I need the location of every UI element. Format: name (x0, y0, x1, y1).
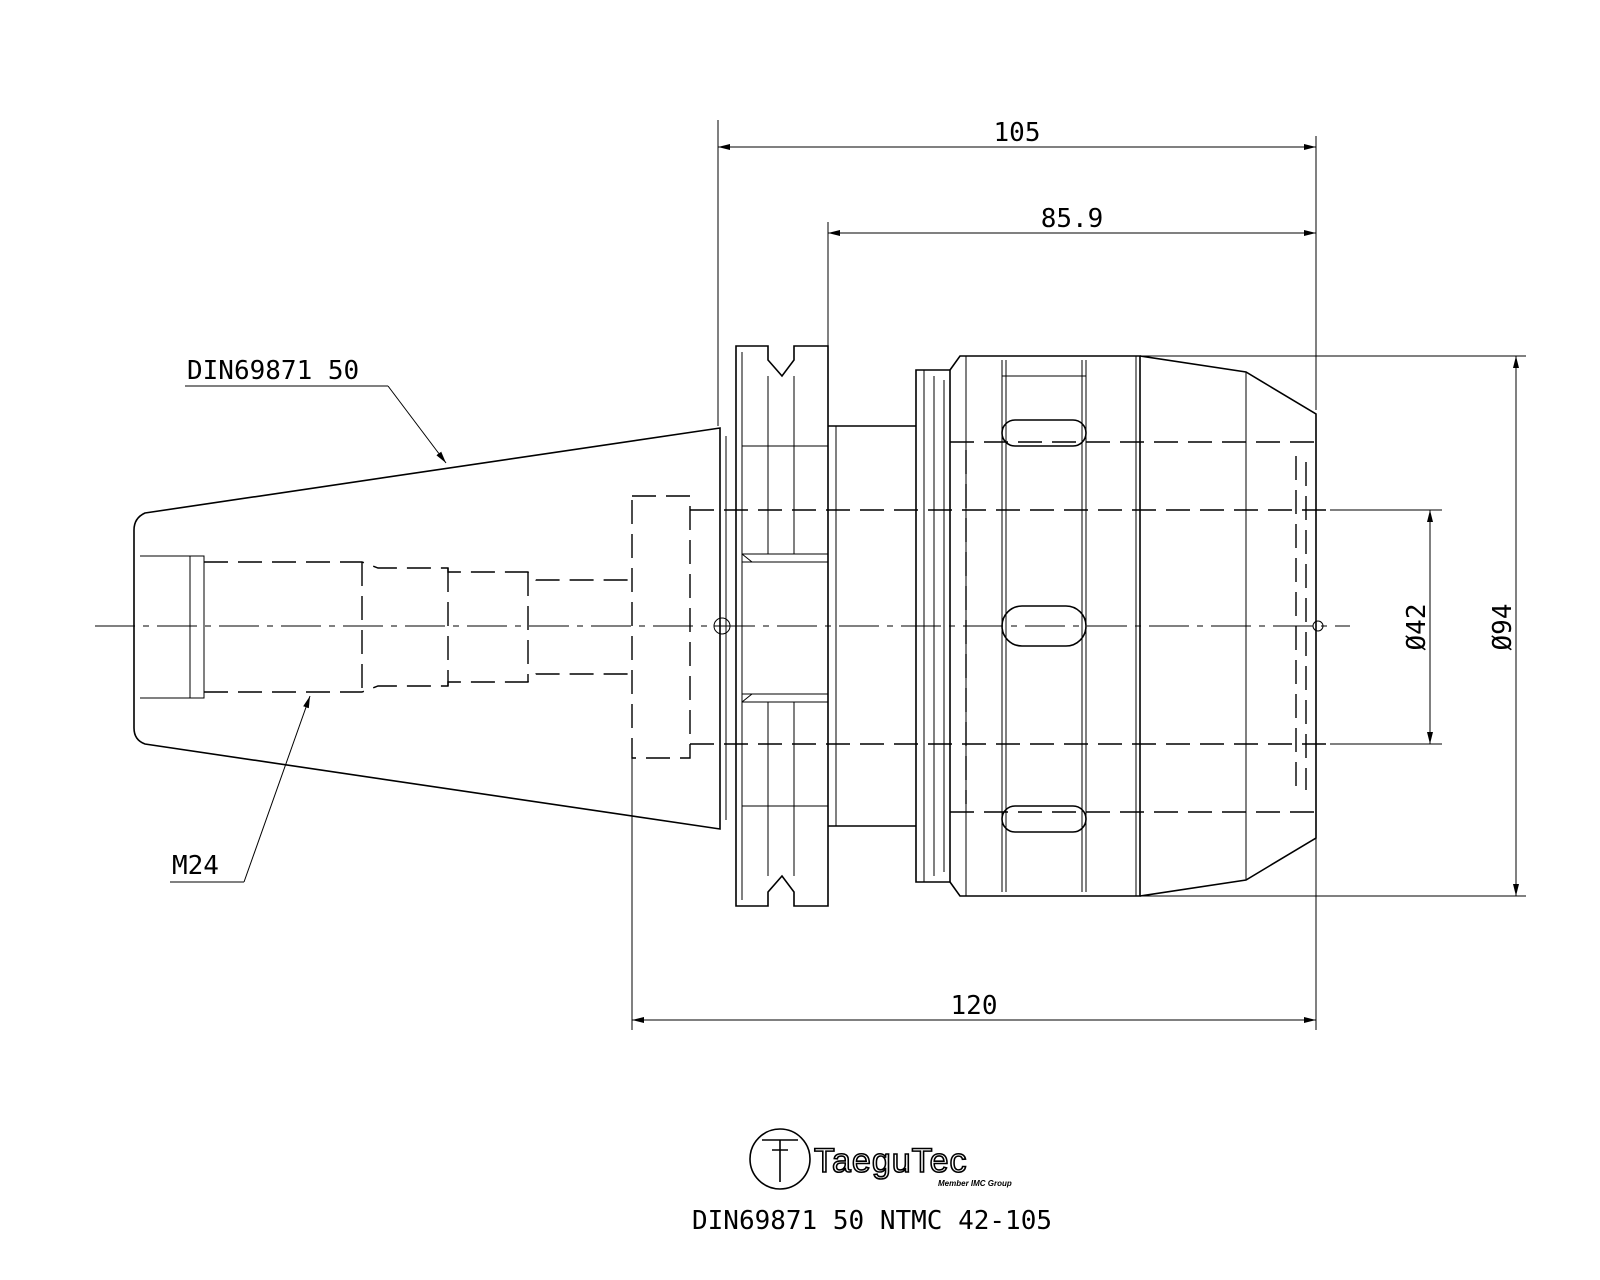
neck (828, 425, 916, 827)
taegutec-logo: TaeguTec Member IMC Group (749, 1128, 1012, 1190)
dim-42-label: Ø42 (1402, 604, 1432, 651)
dim-overall-length: 105 (717, 118, 1317, 426)
flange (713, 345, 829, 907)
dim-105-label: 105 (994, 118, 1041, 148)
dim-85-9-label: 85.9 (1041, 204, 1104, 234)
callout-taper: DIN69871 50 (185, 356, 447, 464)
logo-brand-text: TaeguTec (814, 1142, 968, 1180)
hidden-drawbar-bore (204, 495, 691, 759)
dim-94-label: Ø94 (1488, 604, 1518, 651)
chuck-body (690, 355, 1330, 897)
callout-taper-label: DIN69871 50 (187, 356, 359, 386)
logo-tagline-text: Member IMC Group (938, 1179, 1012, 1188)
taper-shank (133, 427, 727, 830)
callout-thread-label: M24 (172, 851, 219, 881)
dim-outer-diameter: Ø94 (1140, 355, 1526, 897)
dim-120-label: 120 (951, 991, 998, 1021)
dim-bore-diameter: Ø42 (1330, 509, 1442, 745)
drawing-title: DIN69871 50 NTMC 42-105 (692, 1206, 1052, 1236)
dim-body-length: 85.9 (827, 204, 1316, 346)
callout-thread: M24 (170, 695, 311, 883)
dim-gauge-length: 120 (631, 758, 1317, 1030)
